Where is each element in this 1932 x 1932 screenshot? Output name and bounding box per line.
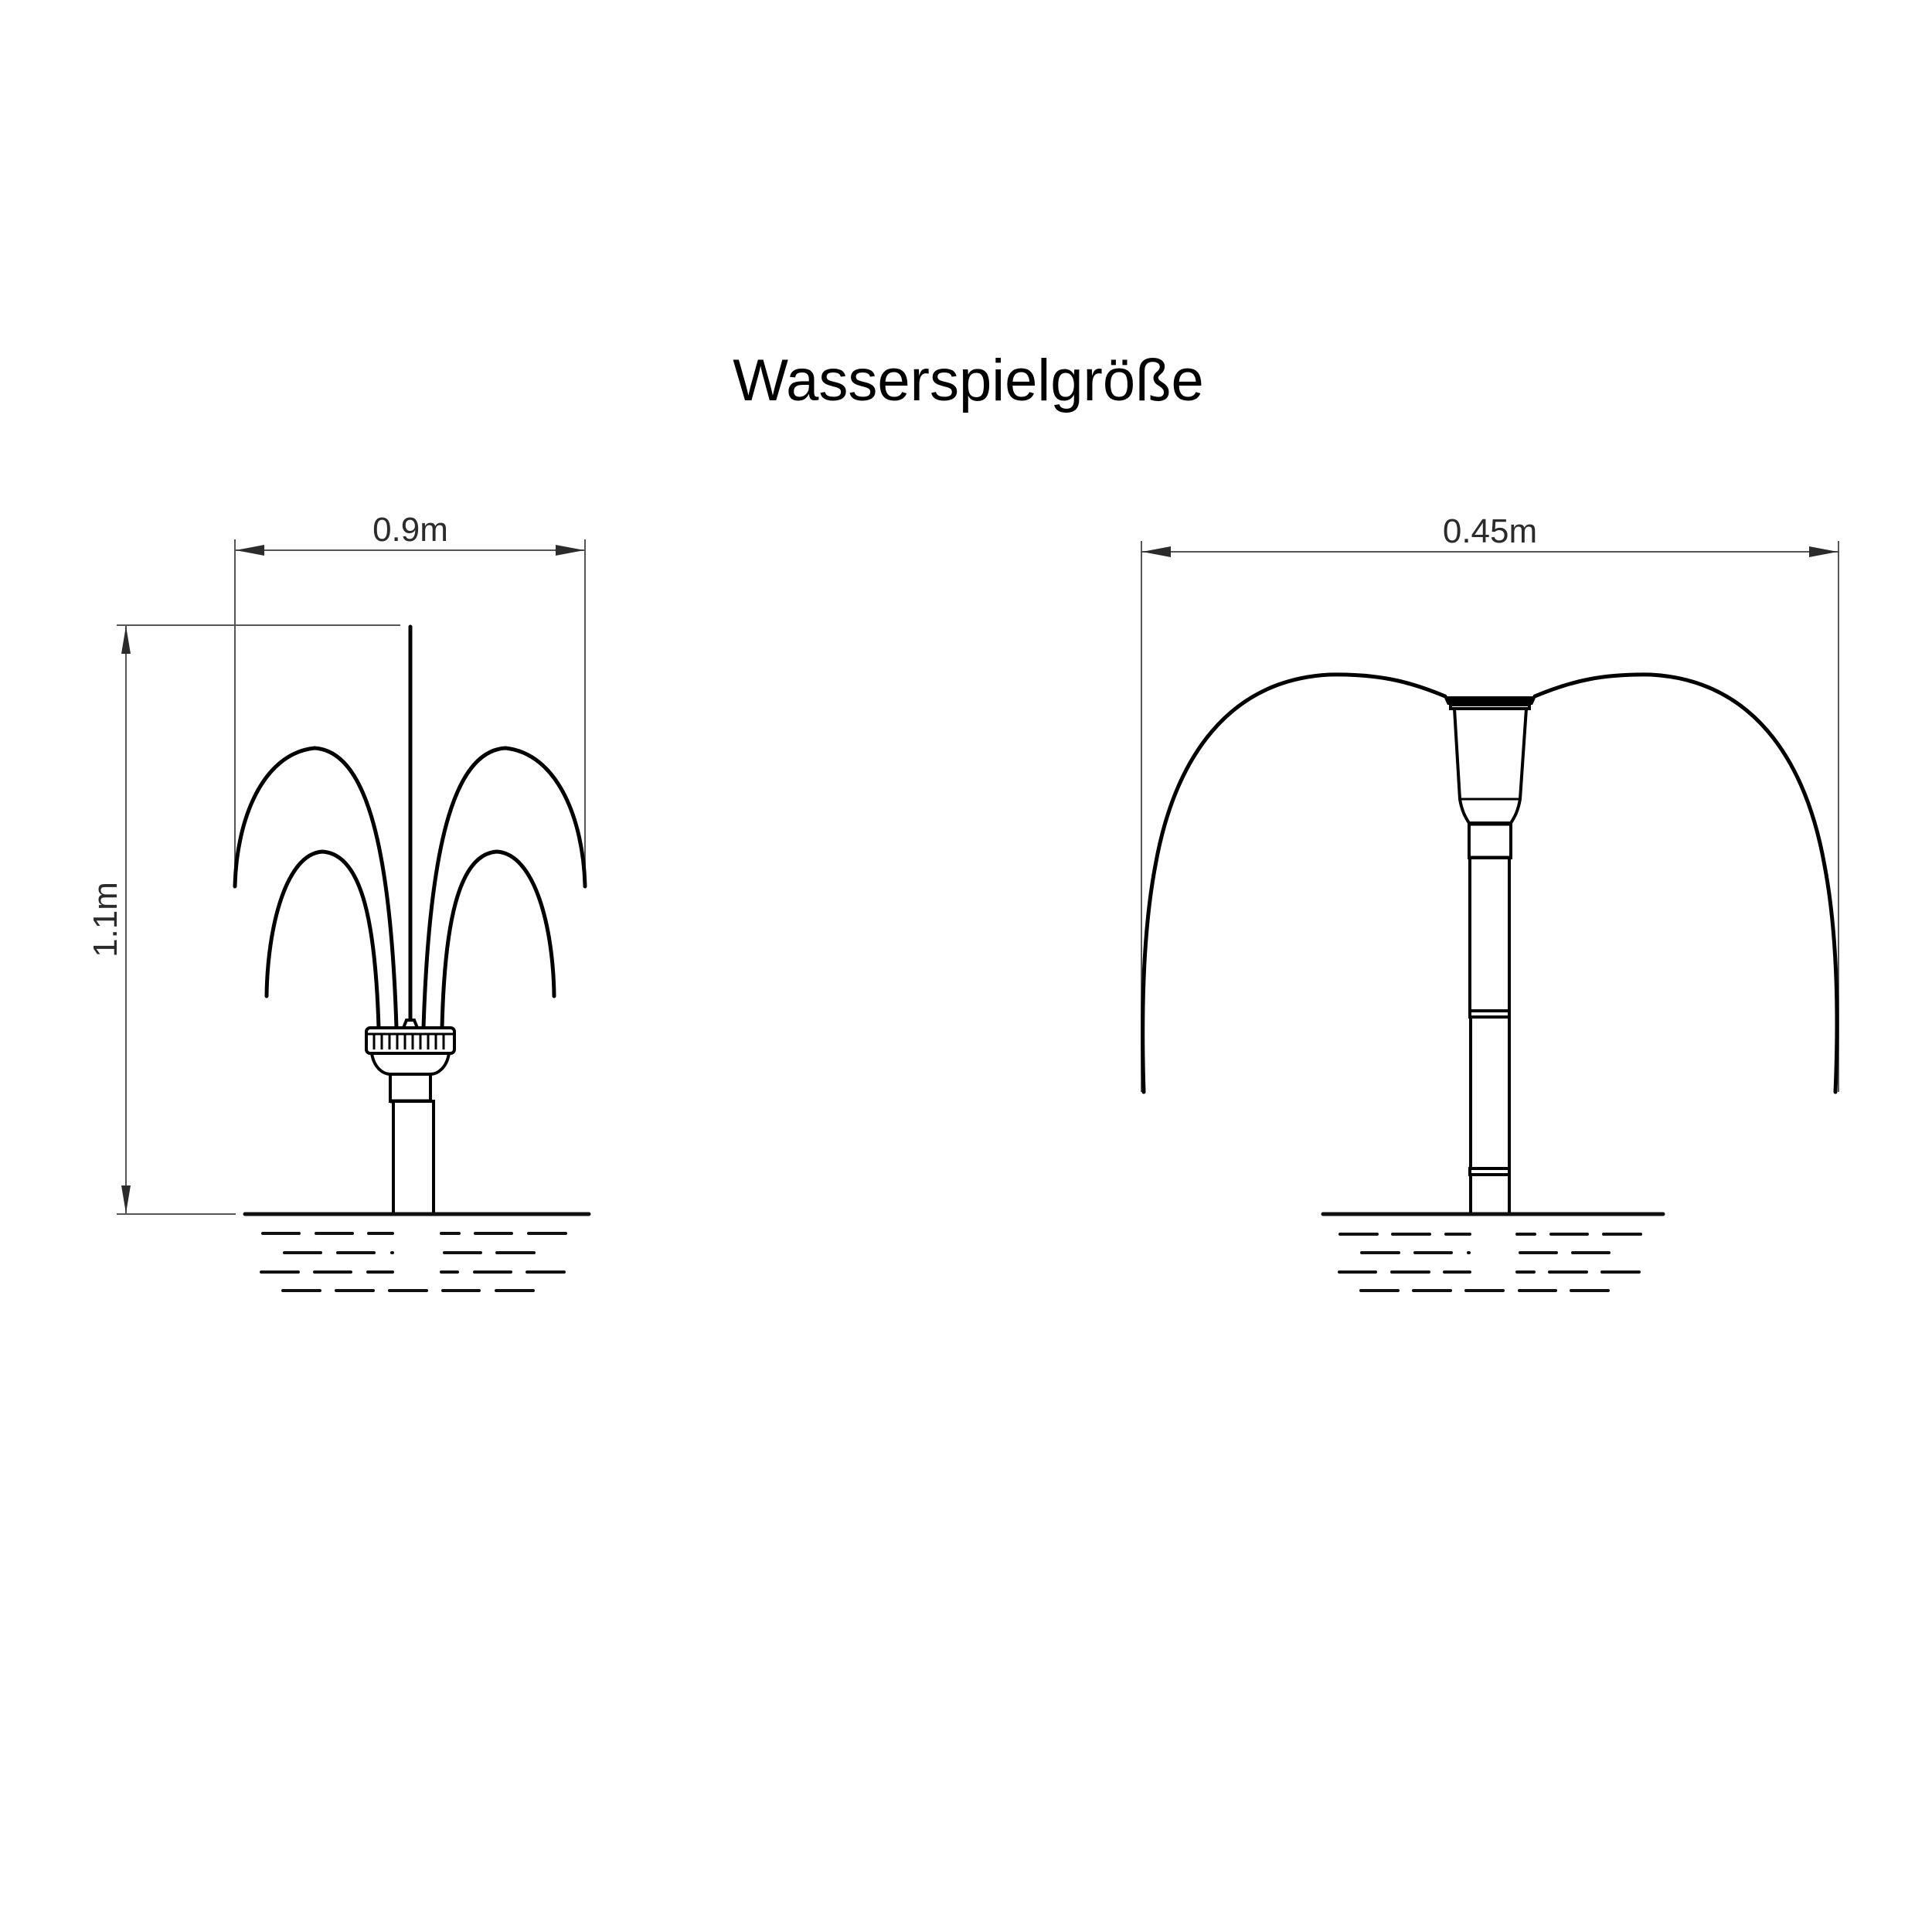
right-ground bbox=[1321, 1212, 1665, 1292]
arrow-up-icon bbox=[121, 626, 131, 654]
left-height-label: 1.1m bbox=[87, 882, 124, 957]
page-title: Wasserspielgröße bbox=[733, 348, 1204, 413]
right-fountain-drawing: 0.45m bbox=[1141, 512, 1839, 1292]
left-nozzle bbox=[365, 1019, 456, 1216]
right-nozzle bbox=[1444, 696, 1536, 1216]
left-ground bbox=[243, 1212, 591, 1292]
left-fountain-drawing: 0.9m 1.1m bbox=[87, 511, 591, 1292]
arrow-down-icon bbox=[121, 1185, 131, 1213]
left-water-jets bbox=[233, 624, 587, 1030]
arrow-left-icon bbox=[1142, 546, 1171, 557]
right-water-arcs bbox=[1141, 672, 1839, 1094]
left-width-dimension: 0.9m bbox=[234, 511, 586, 886]
arrow-right-icon bbox=[1809, 546, 1838, 557]
arrow-right-icon bbox=[556, 545, 584, 556]
left-width-label: 0.9m bbox=[372, 511, 448, 549]
right-width-dimension: 0.45m bbox=[1141, 512, 1839, 1092]
right-width-label: 0.45m bbox=[1443, 512, 1537, 550]
left-height-dimension: 1.1m bbox=[87, 624, 400, 1215]
arrow-left-icon bbox=[236, 545, 264, 556]
